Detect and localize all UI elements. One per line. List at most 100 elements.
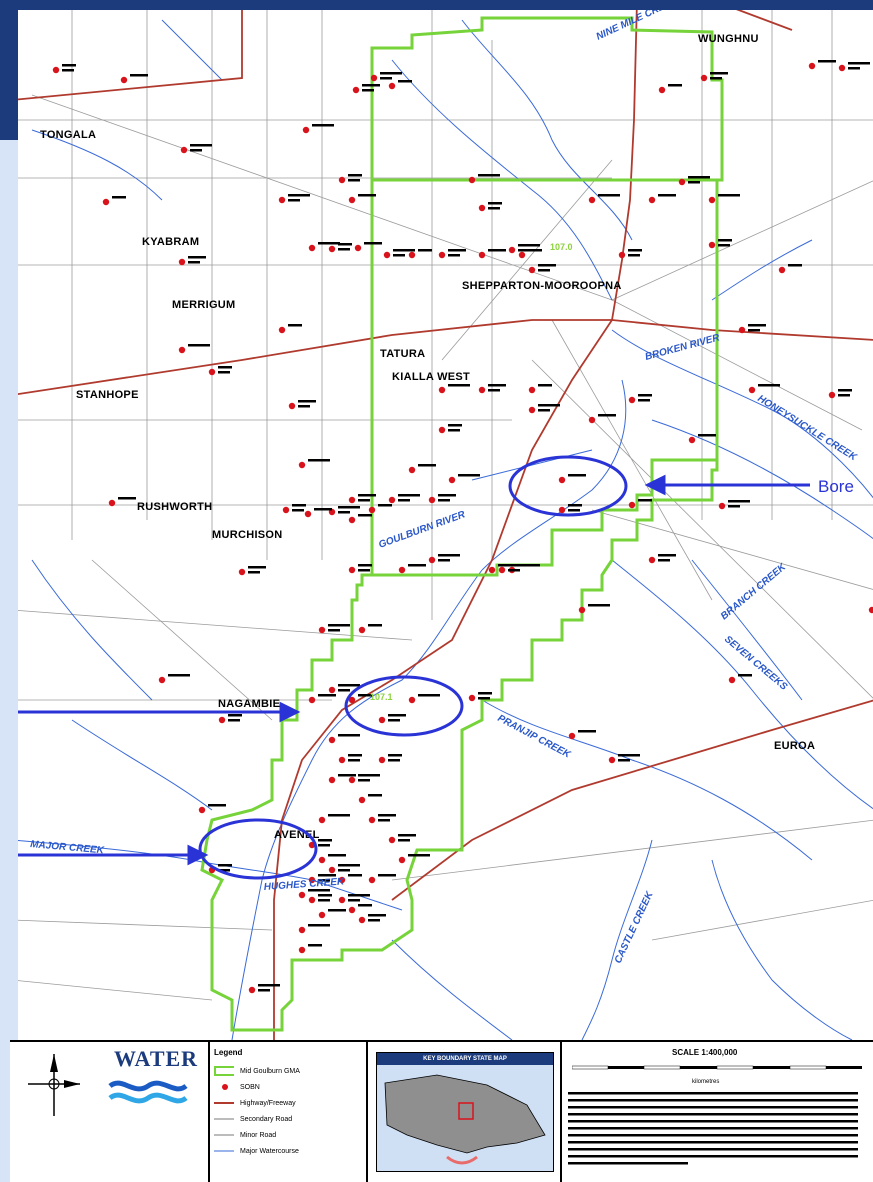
station-id-mark xyxy=(218,864,232,867)
station-id-mark xyxy=(348,179,360,182)
legend-item: SOBN xyxy=(214,1082,260,1094)
bore-dot xyxy=(658,86,666,94)
bore-dot xyxy=(508,246,516,254)
station-id-mark xyxy=(208,804,226,807)
station-id-mark xyxy=(380,72,402,75)
station-id-mark xyxy=(488,249,506,252)
title-bar xyxy=(0,0,873,10)
station-id-mark xyxy=(710,77,722,80)
station-id-mark xyxy=(738,674,752,677)
legend-title: Legend xyxy=(214,1048,243,1057)
station-id-mark xyxy=(408,854,430,857)
station-id-mark xyxy=(518,244,540,247)
river-label-branch: BRANCH CREEK xyxy=(719,561,789,622)
station-id-mark xyxy=(318,894,332,897)
bore-dot xyxy=(358,796,366,804)
bore-dot xyxy=(370,74,378,82)
station-id-mark xyxy=(188,261,200,264)
bore-dot xyxy=(408,466,416,474)
station-id-mark xyxy=(628,254,640,257)
bore-dot xyxy=(398,566,406,574)
station-id-mark xyxy=(358,774,380,777)
bore-dot xyxy=(628,501,636,509)
legend-symbol-gma-icon xyxy=(214,1066,234,1077)
side-panel-header xyxy=(0,10,18,140)
bore-dot xyxy=(378,716,386,724)
town-label-shepparton: SHEPPARTON-MOOROOPNA xyxy=(462,280,622,292)
bore-dot xyxy=(438,386,446,394)
station-id-mark xyxy=(393,254,405,257)
station-id-mark xyxy=(218,366,232,369)
bore-dot xyxy=(120,76,128,84)
station-id-mark xyxy=(248,566,266,569)
bore-dot xyxy=(328,245,336,253)
station-id-mark xyxy=(408,564,426,567)
station-id-mark xyxy=(688,176,710,179)
bore-dot xyxy=(288,402,296,410)
legend-item-label: Secondary Road xyxy=(240,1116,293,1123)
station-id-mark xyxy=(348,754,362,757)
station-id-mark xyxy=(418,464,436,467)
station-id-mark xyxy=(298,400,316,403)
bore-dot xyxy=(180,146,188,154)
bore-dot xyxy=(238,568,246,576)
station-id-mark xyxy=(318,874,336,877)
station-id-mark xyxy=(718,194,740,197)
station-id-mark xyxy=(438,559,450,562)
legend-symbol-secondary-icon xyxy=(214,1118,234,1120)
town-label-tatura: TATURA xyxy=(380,348,425,360)
station-id-mark xyxy=(710,72,728,75)
station-id-mark xyxy=(448,429,460,432)
callout-bore-label: Bore xyxy=(818,477,854,496)
legend-item-label: Highway/Freeway xyxy=(240,1100,296,1107)
station-id-mark xyxy=(248,571,260,574)
station-id-mark xyxy=(338,869,350,872)
station-id-mark xyxy=(338,774,356,777)
river-label-honeysuckle: HONEYSUCKLE CREEK xyxy=(755,393,859,463)
bore-dot xyxy=(778,266,786,274)
station-id-mark xyxy=(728,505,740,508)
bore-dot xyxy=(388,836,396,844)
station-id-mark xyxy=(538,404,560,407)
station-id-mark xyxy=(478,697,490,700)
station-id-mark xyxy=(348,894,370,897)
bore-dot xyxy=(298,891,306,899)
bore-dot xyxy=(588,196,596,204)
bore-dot xyxy=(208,368,216,376)
station-id-mark xyxy=(364,242,382,245)
legend-symbol-minor-icon xyxy=(214,1134,234,1136)
bore-dots xyxy=(52,62,873,994)
station-id-mark xyxy=(568,474,586,477)
bore-dot xyxy=(708,196,716,204)
bore-dot xyxy=(388,82,396,90)
bore-dot xyxy=(218,716,226,724)
bore-dot xyxy=(678,178,686,186)
bore-dot xyxy=(700,74,708,82)
station-id-mark xyxy=(488,202,502,205)
bore-dot xyxy=(348,496,356,504)
station-id-mark xyxy=(848,67,860,70)
bore-dot xyxy=(728,676,736,684)
victoria-outline xyxy=(384,1074,546,1165)
legend-symbol-water-icon xyxy=(214,1150,234,1152)
station-id-mark xyxy=(348,759,360,762)
bore-dot xyxy=(318,816,326,824)
station-id-mark xyxy=(338,506,360,509)
station-id-mark xyxy=(438,494,456,497)
station-id-mark xyxy=(258,989,270,992)
station-id-mark xyxy=(308,924,330,927)
bore-dot xyxy=(558,476,566,484)
station-id-mark xyxy=(718,239,732,242)
bore-dot xyxy=(318,856,326,864)
bore-dot xyxy=(608,756,616,764)
station-id-mark xyxy=(308,889,330,892)
station-id-mark xyxy=(448,254,460,257)
town-label-kialla-west: KIALLA WEST xyxy=(392,371,470,383)
station-id-mark xyxy=(658,554,676,557)
bore-dot xyxy=(468,694,476,702)
bore-dot xyxy=(328,776,336,784)
town-label-murchison: MURCHISON xyxy=(212,529,283,541)
river-label-seven: SEVEN CREEKS xyxy=(722,634,789,693)
station-id-mark xyxy=(658,194,676,197)
